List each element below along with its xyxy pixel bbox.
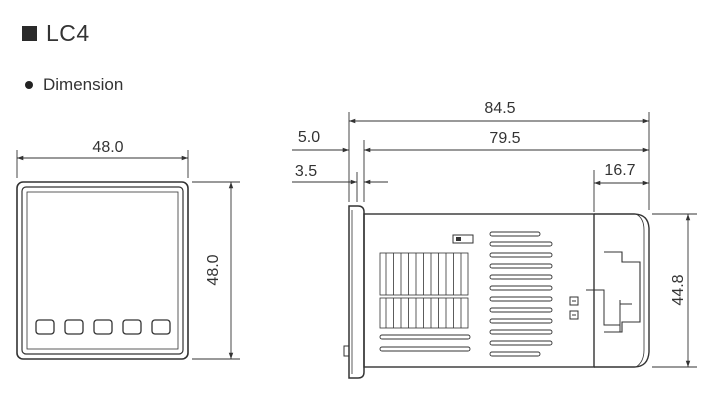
section-heading-text: Dimension bbox=[43, 75, 124, 94]
side-switch-top bbox=[452, 234, 474, 244]
side-height-dimension bbox=[652, 213, 697, 368]
total-length-dimension bbox=[348, 112, 650, 210]
section-heading: Dimension bbox=[25, 75, 123, 95]
bezel-label: 3.5 bbox=[295, 163, 317, 180]
side-switch-top-knob bbox=[456, 237, 461, 241]
front-height-label: 48.0 bbox=[205, 254, 222, 285]
front-key-1 bbox=[35, 319, 55, 335]
front-key-5 bbox=[151, 319, 171, 335]
vent-slot bbox=[489, 274, 553, 280]
vent-slot bbox=[379, 334, 471, 340]
side-view bbox=[292, 112, 697, 379]
vent-slot bbox=[489, 231, 541, 237]
side-slots bbox=[379, 231, 553, 357]
vent-slot bbox=[489, 351, 541, 357]
side-switch-b bbox=[569, 310, 579, 320]
front-face bbox=[26, 191, 179, 350]
bezel-dimension bbox=[292, 172, 388, 202]
dot-bullet-icon bbox=[25, 81, 33, 89]
front-height-dimension bbox=[192, 181, 240, 360]
side-switch-a bbox=[569, 296, 579, 306]
front-width-label: 48.0 bbox=[92, 139, 123, 156]
side-connector-latch bbox=[586, 289, 632, 326]
side-connector-inner bbox=[598, 213, 645, 368]
front-bezel-outer bbox=[16, 181, 189, 360]
page-title-text: LC4 bbox=[46, 20, 90, 46]
front-key-3 bbox=[93, 319, 113, 335]
vent-slot bbox=[489, 307, 553, 313]
bezel-total-label: 5.0 bbox=[298, 129, 320, 146]
side-connector-terminal bbox=[604, 251, 641, 333]
vent-slot bbox=[379, 346, 471, 352]
vent-slot bbox=[489, 252, 553, 258]
square-bullet-icon bbox=[22, 26, 37, 41]
side-body bbox=[363, 213, 595, 368]
side-bezel-clip bbox=[343, 345, 350, 357]
front-view bbox=[16, 150, 240, 360]
body-length-dimension bbox=[363, 140, 649, 202]
front-bezel-inner bbox=[21, 186, 184, 355]
vent-slot bbox=[489, 318, 553, 324]
vent-slot bbox=[489, 329, 553, 335]
vent-slot bbox=[489, 296, 553, 302]
vent-slot bbox=[489, 241, 553, 247]
side-height-label: 44.8 bbox=[670, 274, 687, 305]
front-key-2 bbox=[64, 319, 84, 335]
vent-grill-bottom-frame bbox=[379, 297, 469, 329]
vent-slot bbox=[489, 340, 553, 346]
body-length-label: 79.5 bbox=[489, 130, 520, 147]
vent-grill-top-frame bbox=[379, 252, 469, 296]
side-vent-grill-top bbox=[379, 252, 469, 296]
front-key-4 bbox=[122, 319, 142, 335]
side-vent-grill-bottom bbox=[379, 297, 469, 329]
vent-slot bbox=[489, 285, 553, 291]
connector-label: 16.7 bbox=[604, 162, 635, 179]
front-width-dimension bbox=[16, 150, 189, 178]
total-length-label: 84.5 bbox=[484, 100, 515, 117]
side-bezel bbox=[348, 205, 365, 379]
front-keys bbox=[35, 319, 171, 335]
vent-slot bbox=[489, 263, 553, 269]
page-title: LC4 bbox=[22, 20, 90, 47]
side-connector bbox=[594, 213, 650, 368]
connector-dimension bbox=[593, 170, 649, 212]
